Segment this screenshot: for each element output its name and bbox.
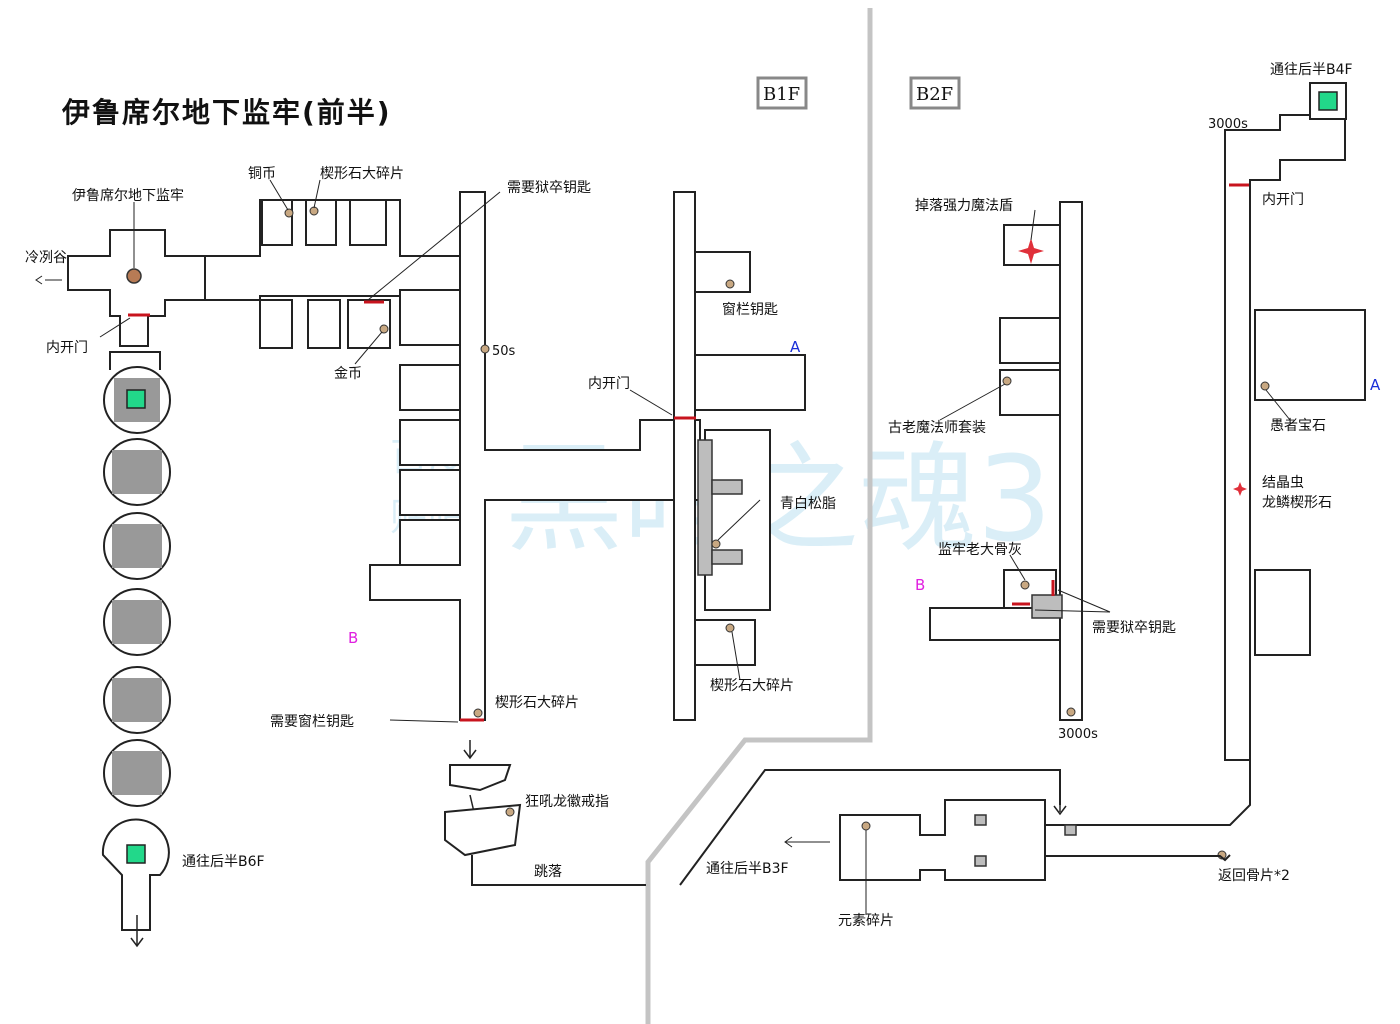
item-element-shard[interactable]	[861, 821, 871, 831]
label-time-50s: 50s	[492, 344, 516, 359]
label-crystal-lizard: 结晶虫	[1262, 475, 1304, 491]
label-inner-door-right: 内开门	[1262, 192, 1304, 208]
label-to-b4f: 通往后半B4F	[1270, 62, 1353, 78]
floor-tag-b1f: B1F	[756, 76, 808, 110]
elevator-b6f-icon[interactable]	[126, 844, 146, 864]
label-old-sorcerer-set: 古老魔法师套装	[888, 420, 986, 436]
label-inner-door-left: 内开门	[46, 340, 88, 356]
marker-b-b1f: B	[348, 629, 358, 647]
map-title: 伊鲁席尔地下监牢(前半)	[61, 96, 392, 129]
label-jump-down: 跳落	[534, 864, 562, 880]
item-window-key[interactable]	[725, 279, 735, 289]
elevator-b4f-icon[interactable]	[1318, 91, 1338, 111]
item-fools-gem[interactable]	[1260, 381, 1270, 391]
label-element-shard: 元素碎片	[838, 913, 894, 929]
star-icon-shield[interactable]	[1018, 238, 1044, 264]
item-wedge-large-2[interactable]	[725, 623, 735, 633]
marker-a-b1f: A	[790, 338, 801, 356]
label-time-3000s-top: 3000s	[1208, 117, 1248, 132]
leader-lines	[99, 179, 1291, 915]
item-wedge-large-3[interactable]	[473, 708, 483, 718]
item-pale-pine-resin[interactable]	[711, 539, 721, 549]
label-need-jailer-key-top: 需要狱卒钥匙	[507, 180, 591, 196]
label-strong-magic-shield: 掉落强力魔法盾	[915, 198, 1013, 214]
label-wedge-large-2: 楔形石大碎片	[710, 678, 794, 694]
label-roaring-dragon-ring: 狂吼龙徽戒指	[525, 794, 609, 810]
svg-text:B1F: B1F	[763, 84, 800, 105]
label-inner-door-mid: 内开门	[588, 376, 630, 392]
floor-tag-b2f: B2F	[909, 76, 961, 110]
item-old-jailer-ashes[interactable]	[1020, 580, 1030, 590]
item-roaring-dragon-ring[interactable]	[505, 807, 515, 817]
label-copper-coin: 铜币	[248, 166, 276, 182]
label-to-b6f: 通往后半B6F	[182, 854, 265, 870]
label-cold-valley: 冷冽谷	[25, 250, 67, 266]
label-fools-gem: 愚者宝石	[1270, 418, 1326, 434]
label-to-b3f: 通往后半B3F	[706, 861, 789, 877]
item-wedge-large-1[interactable]	[309, 206, 319, 216]
label-old-jailer-ashes: 监牢老大骨灰	[938, 542, 1022, 558]
label-time-3000s-mid: 3000s	[1058, 727, 1098, 742]
marker-b-b2f: B	[915, 576, 925, 594]
svg-text:B2F: B2F	[916, 84, 953, 105]
b2f-left	[929, 201, 1083, 721]
star-icon-crystal-lizard[interactable]	[1233, 482, 1247, 496]
bonfire-icon[interactable]	[126, 268, 142, 284]
marker-a-b2f: A	[1370, 376, 1381, 394]
label-need-window-key: 需要窗栏钥匙	[270, 713, 354, 730]
elevator-shaft	[101, 351, 171, 948]
section-divider	[645, 8, 873, 1024]
label-homeward-bone: 返回骨片*2	[1218, 868, 1290, 884]
label-pale-pine-resin: 青白松脂	[780, 496, 836, 512]
label-wedge-large-1: 楔形石大碎片	[320, 166, 404, 182]
labels: 冷冽谷 伊鲁席尔地下监牢 内开门 铜币 楔形石大碎片 需要狱卒钥匙 金币 50s…	[25, 62, 1381, 929]
b1f-entrance	[35, 199, 461, 948]
label-wedge-large-3: 楔形石大碎片	[495, 695, 579, 711]
b1f-middle	[369, 191, 806, 886]
label-window-key: 窗栏钥匙	[722, 301, 778, 318]
label-dungeon-bonfire: 伊鲁席尔地下监牢	[72, 188, 184, 204]
elevator-icon[interactable]	[126, 389, 146, 409]
label-dragon-wedge: 龙鳞楔形石	[1262, 495, 1332, 511]
label-gold-coin: 金币	[334, 366, 362, 382]
item-old-sorcerer-set[interactable]	[1002, 376, 1012, 386]
b2f-bottom	[679, 760, 1251, 886]
item-copper-coin[interactable]	[284, 208, 294, 218]
item-gold-coin[interactable]	[379, 324, 389, 334]
b2f-right	[1217, 82, 1366, 860]
label-need-jailer-key-b2: 需要狱卒钥匙	[1092, 620, 1176, 636]
